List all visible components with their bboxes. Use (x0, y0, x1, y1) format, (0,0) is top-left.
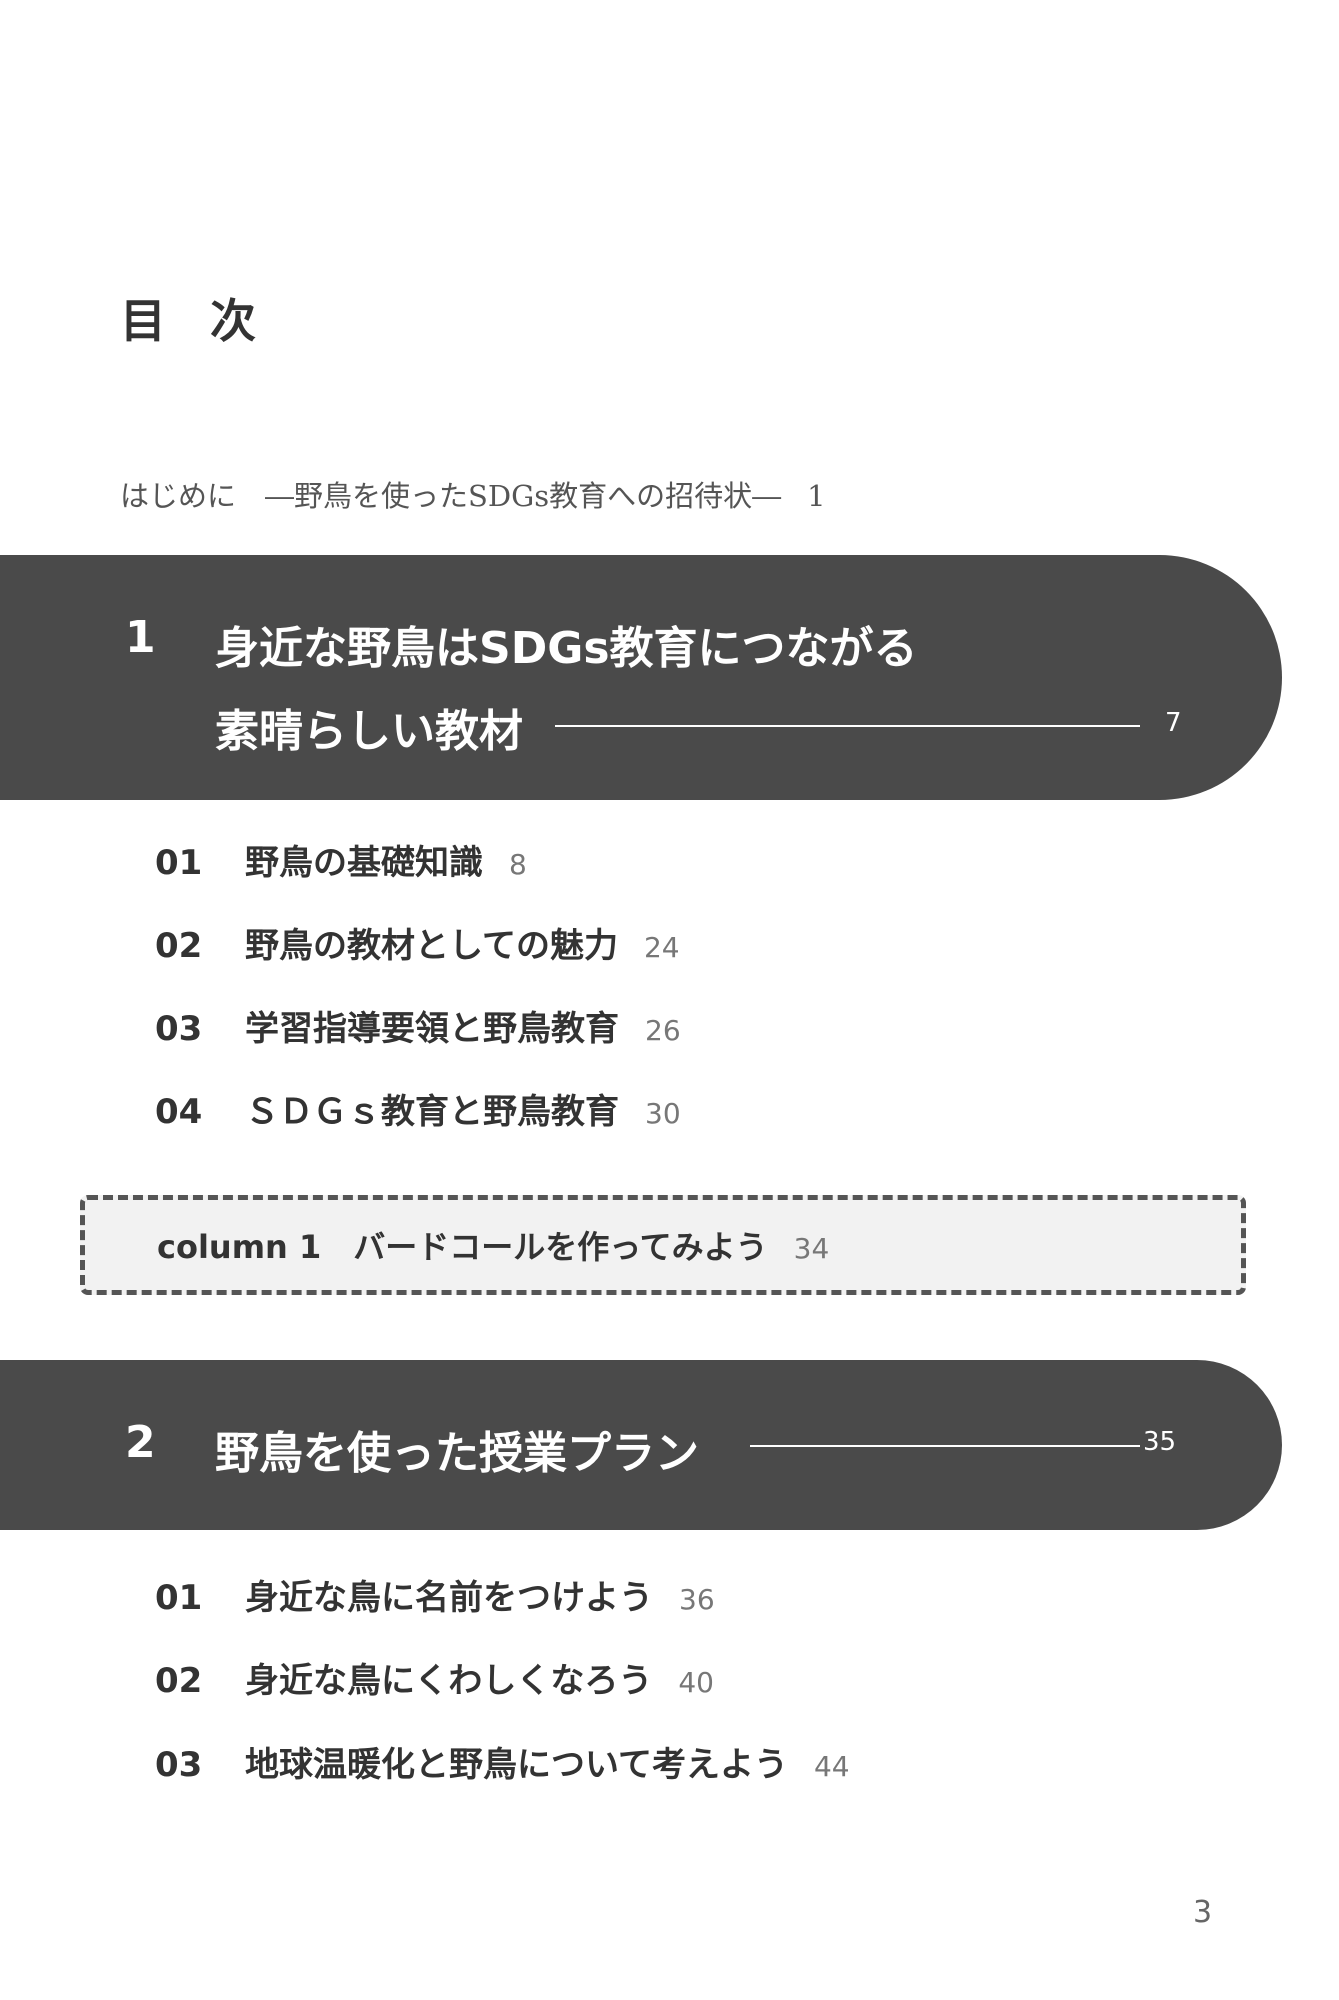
toc-item[interactable]: 03 地球温暖化と野鳥について考えよう 44 (155, 1737, 850, 1786)
toc-item[interactable]: 02 身近な鳥にくわしくなろう 40 (155, 1653, 714, 1702)
item-number: 04 (155, 1092, 203, 1132)
column-label: column 1 バードコールを作ってみよう (157, 1228, 768, 1266)
item-number: 02 (155, 926, 203, 966)
column-page: 34 (793, 1232, 830, 1265)
leader-line (555, 725, 1140, 727)
item-page: 24 (643, 931, 680, 964)
chapter-page: 35 (1143, 1427, 1177, 1457)
item-label: ＳＤＧｓ教育と野鳥教育 (245, 1092, 619, 1132)
item-number: 02 (155, 1661, 203, 1701)
item-label: 地球温暖化と野鳥について考えよう (245, 1745, 788, 1785)
toc-item[interactable]: 02 野鳥の教材としての魅力 24 (155, 918, 680, 967)
item-number: 03 (155, 1745, 203, 1785)
chapter-2-header[interactable]: 2 野鳥を使った授業プラン 35 (0, 1360, 1282, 1530)
item-number: 01 (155, 843, 203, 883)
item-page: 26 (645, 1014, 681, 1047)
toc-title: 目 次 (120, 294, 271, 348)
item-label: 身近な鳥に名前をつけよう (245, 1578, 653, 1618)
item-page: 36 (679, 1583, 715, 1616)
item-number: 01 (155, 1578, 203, 1618)
item-label: 身近な鳥にくわしくなろう (245, 1661, 653, 1701)
chapter-title-line2: 素晴らしい教材 (215, 706, 523, 757)
item-page: 44 (813, 1750, 850, 1783)
page-number: 3 (1193, 1895, 1213, 1930)
item-label: 野鳥の基礎知識 (245, 843, 483, 883)
item-label: 学習指導要領と野鳥教育 (245, 1009, 619, 1049)
item-number: 03 (155, 1009, 203, 1049)
chapter-title-line1: 身近な野鳥はSDGs教育につながる (215, 623, 918, 674)
item-page: 8 (509, 848, 527, 881)
chapter-page: 7 (1165, 708, 1182, 738)
toc-item[interactable]: 04 ＳＤＧｓ教育と野鳥教育 30 (155, 1084, 681, 1133)
column-entry[interactable]: column 1 バードコールを作ってみよう 34 (80, 1195, 1246, 1295)
entry-label: はじめに ―野鳥を使ったSDGs教育への招待状― (120, 479, 782, 513)
chapter-number: 1 (125, 612, 156, 663)
toc-item[interactable]: 01 野鳥の基礎知識 8 (155, 835, 527, 884)
item-page: 40 (678, 1666, 714, 1699)
chapter-title: 野鳥を使った授業プラン (215, 1428, 699, 1479)
chapter-1-header[interactable]: 1 身近な野鳥はSDGs教育につながる 素晴らしい教材 7 (0, 555, 1282, 800)
entry-page: 1 (807, 479, 826, 513)
toc-item[interactable]: 03 学習指導要領と野鳥教育 26 (155, 1001, 681, 1050)
chapter-number: 2 (125, 1417, 156, 1468)
toc-item[interactable]: 01 身近な鳥に名前をつけよう 36 (155, 1570, 715, 1619)
item-label: 野鳥の教材としての魅力 (245, 926, 618, 966)
leader-line (750, 1445, 1140, 1447)
item-page: 30 (645, 1097, 681, 1130)
toc-entry-intro[interactable]: はじめに ―野鳥を使ったSDGs教育への招待状― 1 (120, 473, 826, 515)
